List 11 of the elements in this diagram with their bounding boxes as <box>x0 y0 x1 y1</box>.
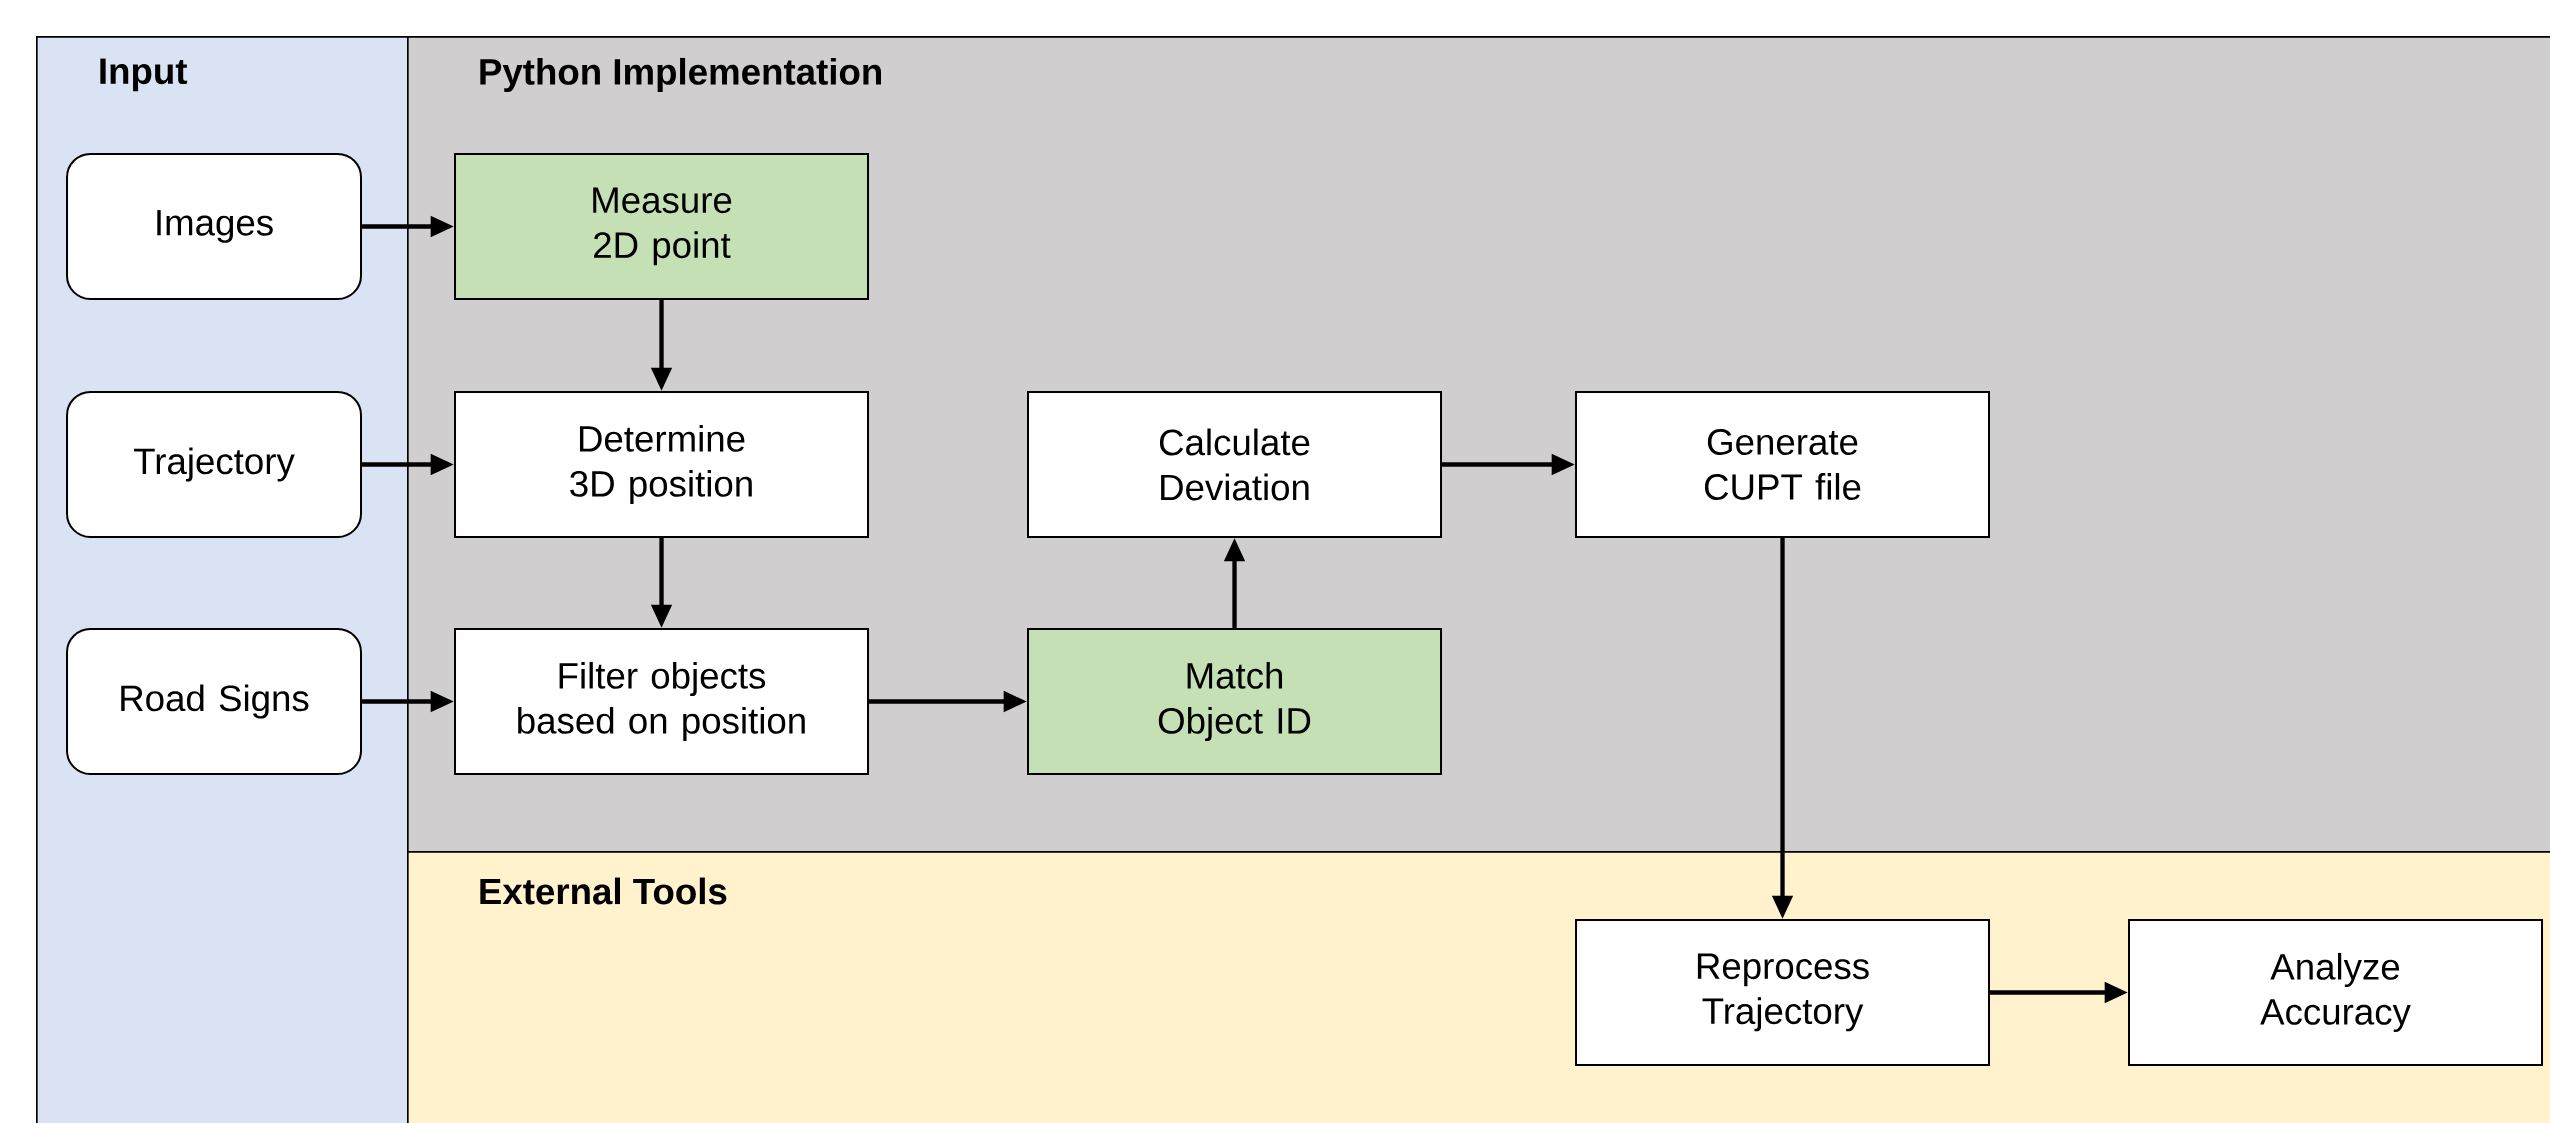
process-box: Calculate Deviation <box>1027 391 1442 538</box>
process-box: Filter objects based on position <box>454 628 869 775</box>
input-box: Trajectory <box>66 391 362 538</box>
process-box: Reprocess Trajectory <box>1575 919 1990 1066</box>
process-box: Generate CUPT file <box>1575 391 1990 538</box>
input-box: Road Signs <box>66 628 362 775</box>
process-box: Determine 3D position <box>454 391 869 538</box>
process-box: Measure 2D point <box>454 153 869 300</box>
input-box: Images <box>66 153 362 300</box>
process-box: Match Object ID <box>1027 628 1442 775</box>
process-box: Analyze Accuracy <box>2128 919 2543 1066</box>
